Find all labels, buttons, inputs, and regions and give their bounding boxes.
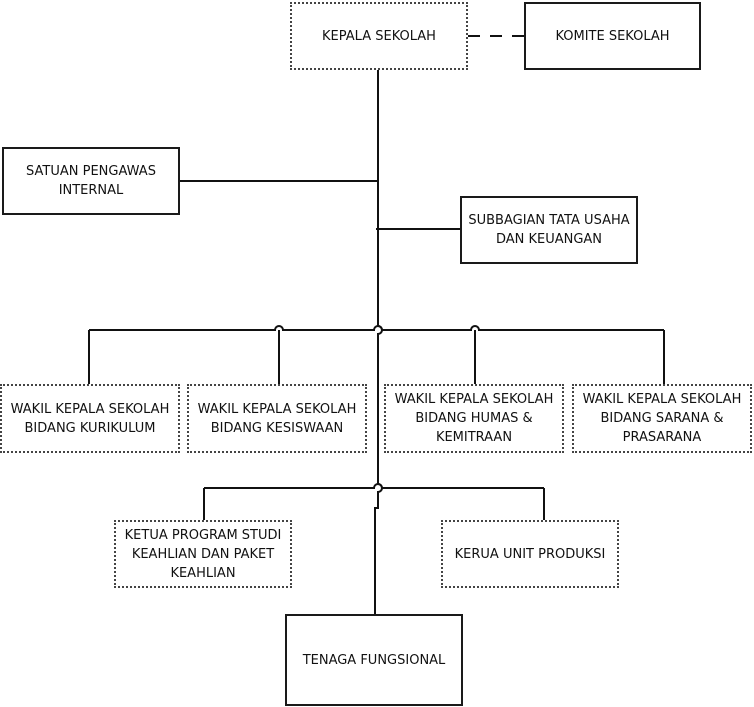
node-tenaga-fungsional: TENAGA FUNGSIONAL: [285, 614, 463, 706]
node-label: WAKIL KEPALA SEKOLAH BIDANG SARANA & PRA…: [582, 392, 742, 445]
node-label: KERUA UNIT PRODUKSI: [454, 546, 606, 562]
lower-bus: [204, 483, 544, 489]
node-label: KETUA PROGRAM STUDI KEAHLIAN DAN PAKET K…: [124, 527, 282, 581]
node-kepala-sekolah: KEPALA SEKOLAH: [290, 2, 468, 70]
node-unit-produksi: KERUA UNIT PRODUKSI: [441, 520, 619, 588]
main-spine: [374, 70, 383, 614]
node-waka-humas: WAKIL KEPALA SEKOLAH BIDANG HUMAS & KEMI…: [384, 384, 564, 453]
node-waka-sarana: WAKIL KEPALA SEKOLAH BIDANG SARANA & PRA…: [572, 384, 752, 453]
node-komite-sekolah: KOMITE SEKOLAH: [524, 2, 701, 70]
node-satuan-pengawas-internal: SATUAN PENGAWAS INTERNAL: [2, 147, 180, 215]
node-label: WAKIL KEPALA SEKOLAH BIDANG HUMAS & KEMI…: [394, 392, 554, 445]
node-label: TENAGA FUNGSIONAL: [302, 652, 446, 668]
node-label: KEPALA SEKOLAH: [322, 28, 436, 44]
node-label: SATUAN PENGAWAS INTERNAL: [26, 164, 156, 198]
waka-bus: [89, 325, 664, 331]
node-waka-kesiswaan: WAKIL KEPALA SEKOLAH BIDANG KESISWAAN: [187, 384, 367, 453]
node-ketua-program-studi: KETUA PROGRAM STUDI KEAHLIAN DAN PAKET K…: [114, 520, 292, 588]
node-label: WAKIL KEPALA SEKOLAH BIDANG KURIKULUM: [10, 401, 170, 436]
node-subbagian-tata-usaha: SUBBAGIAN TATA USAHA DAN KEUANGAN: [460, 196, 638, 264]
node-label: KOMITE SEKOLAH: [555, 28, 670, 44]
node-label: SUBBAGIAN TATA USAHA DAN KEUANGAN: [468, 213, 630, 247]
node-waka-kurikulum: WAKIL KEPALA SEKOLAH BIDANG KURIKULUM: [0, 384, 180, 453]
node-label: WAKIL KEPALA SEKOLAH BIDANG KESISWAAN: [197, 401, 357, 436]
